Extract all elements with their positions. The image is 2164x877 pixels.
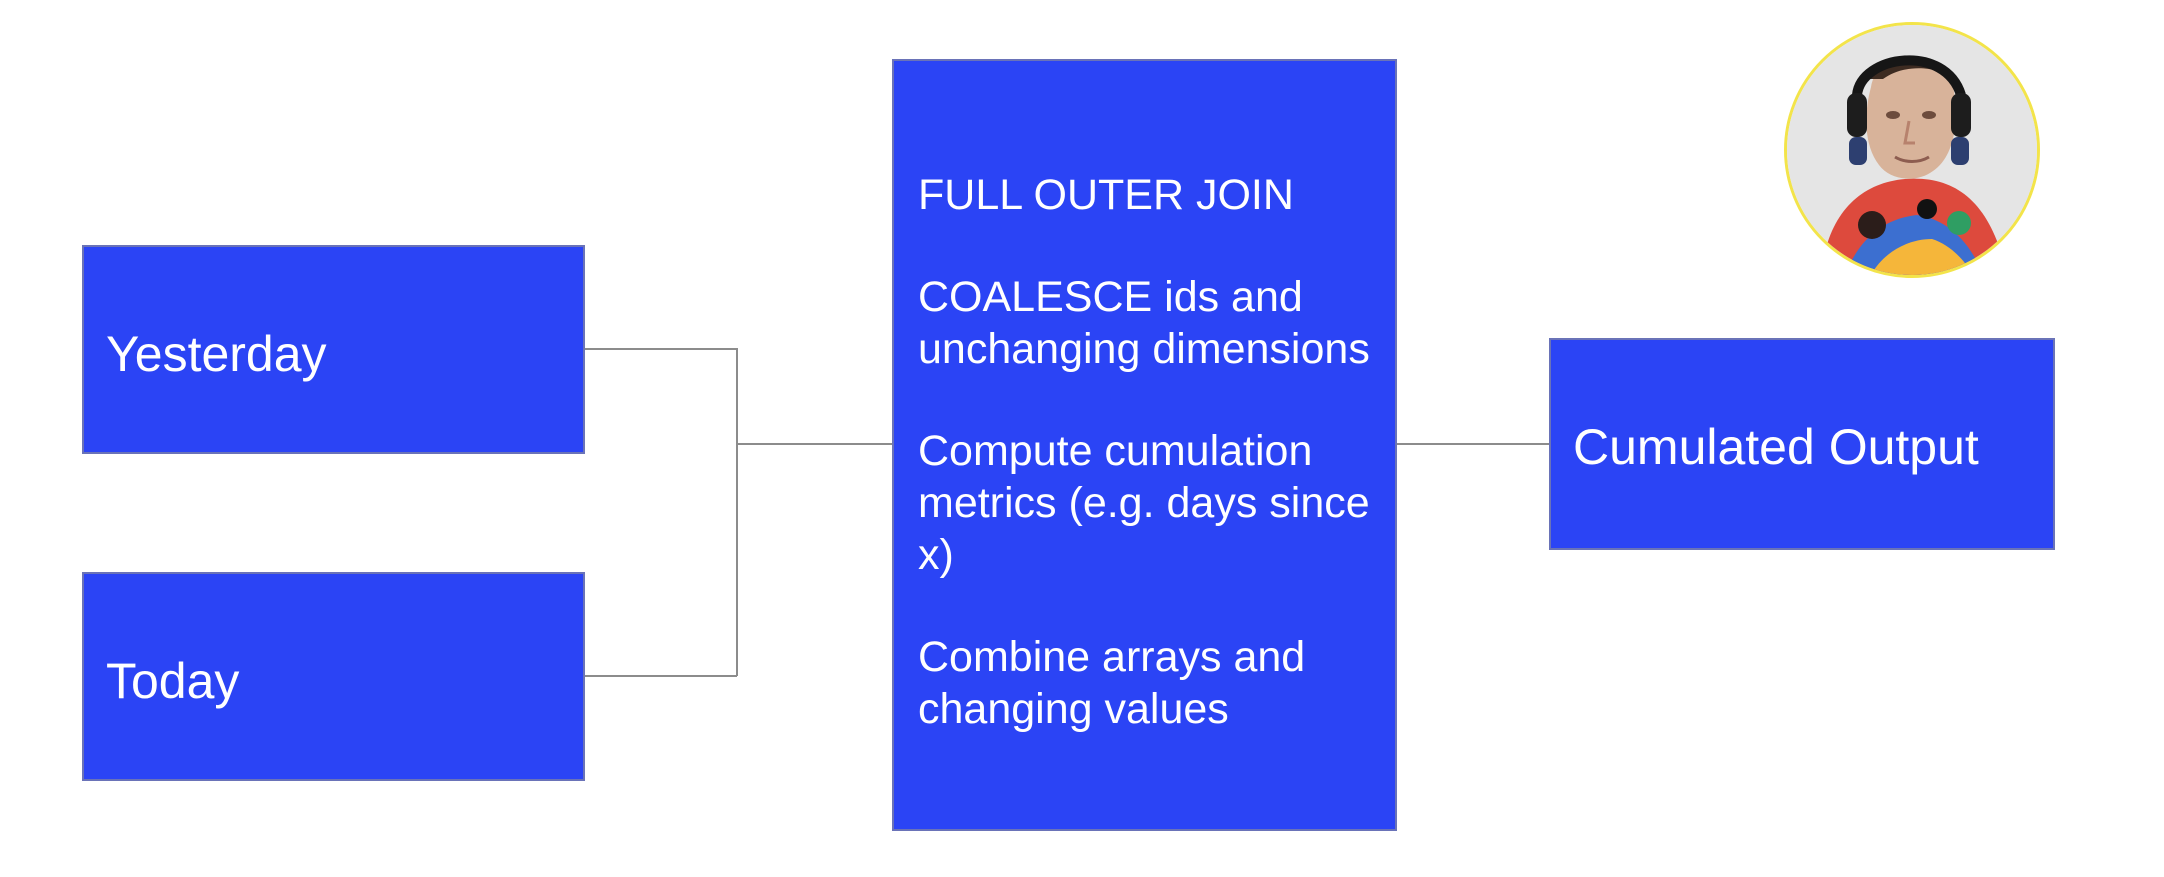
process-step-combine-arrays: Combine arrays and changing values xyxy=(918,633,1306,733)
yesterday-box: Yesterday xyxy=(82,245,585,454)
process-step-full-outer-join: FULL OUTER JOIN xyxy=(918,171,1294,219)
presenter-avatar-icon xyxy=(1787,25,2037,275)
today-box: Today xyxy=(82,572,585,781)
cumulated-output-label: Cumulated Output xyxy=(1573,419,1979,475)
process-step-coalesce: COALESCE ids and unchanging dimensions xyxy=(918,273,1370,373)
webcam-presenter-avatar xyxy=(1784,22,2040,278)
process-step-compute-metrics: Compute cumulation metrics (e.g. days si… xyxy=(918,427,1370,579)
today-label: Today xyxy=(106,653,240,709)
cumulation-process-box: FULL OUTER JOIN COALESCE ids and unchang… xyxy=(892,59,1397,831)
yesterday-connector xyxy=(585,348,738,676)
process-steps: FULL OUTER JOIN COALESCE ids and unchang… xyxy=(918,169,1388,785)
cumulated-output-box: Cumulated Output xyxy=(1549,338,2055,550)
yesterday-label: Yesterday xyxy=(106,326,327,382)
